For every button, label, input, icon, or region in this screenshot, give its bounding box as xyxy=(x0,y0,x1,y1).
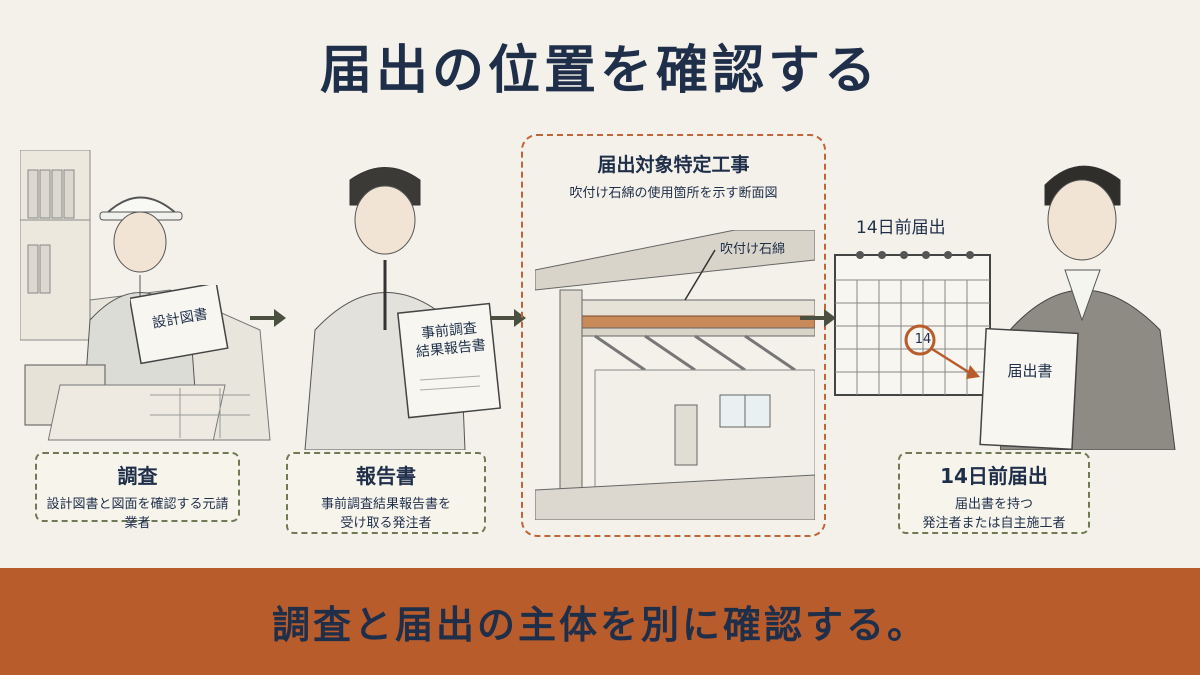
arrow-right-icon xyxy=(800,309,836,327)
step-notification-caption: 14日前届出 届出書を持つ 発注者または自主施工者 xyxy=(898,452,1090,534)
page-title: 届出の位置を確認する xyxy=(319,41,880,101)
notification-document-label: 届出書 xyxy=(1007,362,1053,380)
bottom-banner xyxy=(0,568,1200,675)
target-work-frame xyxy=(521,134,826,537)
calendar-day: 14 xyxy=(914,332,932,347)
calendar-icon xyxy=(830,245,1000,405)
step-survey-caption: 調査 設計図書と図面を確認する元請業者 xyxy=(35,452,240,531)
notification-document xyxy=(975,325,1085,455)
arrow-right-icon xyxy=(250,309,286,327)
step-notification-title: 14日前届出 xyxy=(940,464,1048,488)
step-report-caption: 報告書 事前調査結果報告書を 受け取る発注者 xyxy=(286,452,486,534)
step-notification-description: 届出書を持つ 発注者または自主施工者 xyxy=(922,497,1066,531)
target-work-title: 届出対象特定工事 xyxy=(597,154,750,176)
calendar-label: 14日前届出 xyxy=(856,218,946,238)
asbestos-callout: 吹付け石綿 xyxy=(720,242,786,257)
step-survey-description: 設計図書と図面を確認する元請業者 xyxy=(46,497,229,531)
step-report-title: 報告書 xyxy=(356,464,416,488)
step-survey-title: 調査 xyxy=(117,464,158,488)
banner-message: 調査と届出の主体を別に確認する。 xyxy=(271,603,928,647)
arrow-right-icon xyxy=(490,309,526,327)
target-work-description: 吹付け石綿の使用箇所を示す断面図 xyxy=(569,186,778,201)
step-report-description: 事前調査結果報告書を 受け取る発注者 xyxy=(320,497,451,531)
survey-report-document xyxy=(395,300,510,420)
design-document xyxy=(130,285,230,365)
cross-section-illustration xyxy=(535,230,815,520)
